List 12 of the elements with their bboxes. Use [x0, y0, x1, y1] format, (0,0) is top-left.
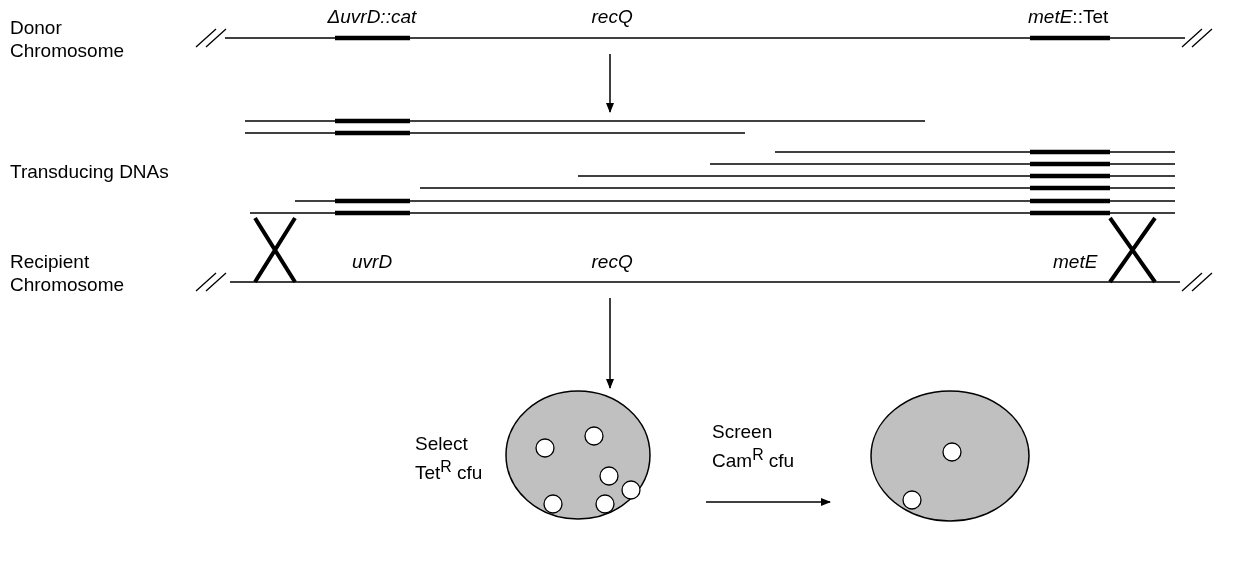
edge-label: Screen Cam$^{R}$ cfu: [712, 420, 796, 473]
arrow: [606, 53, 614, 113]
gene-label: uvrD: [352, 250, 393, 273]
row-label: Transducing DNAs: [10, 160, 169, 183]
gene-label: metE: [1053, 250, 1098, 273]
gene-label: metE::Tet: [1028, 5, 1109, 28]
node-label: Select Tet$^{R}$ cfu: [415, 432, 484, 485]
gene-label: recQ: [591, 250, 633, 273]
gene-label: recQ: [591, 5, 633, 28]
arrow: [606, 297, 614, 389]
gene-label: ΔuvrD::cat: [327, 5, 417, 28]
arrow: [705, 498, 831, 506]
